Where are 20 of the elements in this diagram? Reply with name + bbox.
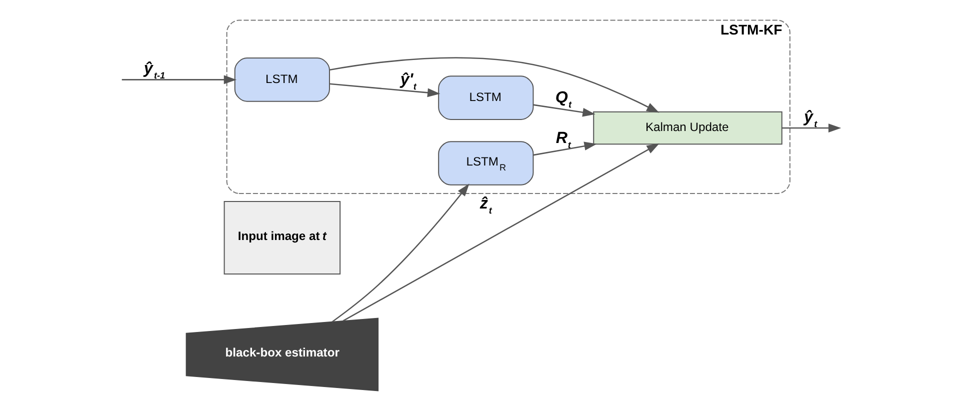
node-box: LSTM xyxy=(234,58,330,102)
edge-label: ŷ$_{t-1}$ xyxy=(143,59,165,80)
arrow xyxy=(342,143,659,322)
node-box: LSTM xyxy=(438,76,534,120)
node-box: LSTM$_{R}$ xyxy=(438,141,534,186)
edge-label: ŷ$_{t}$ xyxy=(804,108,817,129)
node-box: Kalman Update xyxy=(592,111,782,145)
arrow xyxy=(532,104,595,117)
arrow xyxy=(329,57,659,113)
edge-label: R$_{t}$ xyxy=(555,128,570,150)
arrow xyxy=(329,83,440,98)
edge-label: Q$_{t}$ xyxy=(554,88,571,110)
arrow xyxy=(532,142,596,156)
arrow xyxy=(121,75,236,84)
arrow xyxy=(331,184,469,322)
edge-label: ŷ'$_{t}$ xyxy=(400,70,416,92)
node-box: Input image at t xyxy=(223,201,340,274)
edge-label: ẑ$_{t}$ xyxy=(479,194,492,216)
arrow xyxy=(781,124,841,132)
node-box: black-box estimator xyxy=(185,318,378,392)
